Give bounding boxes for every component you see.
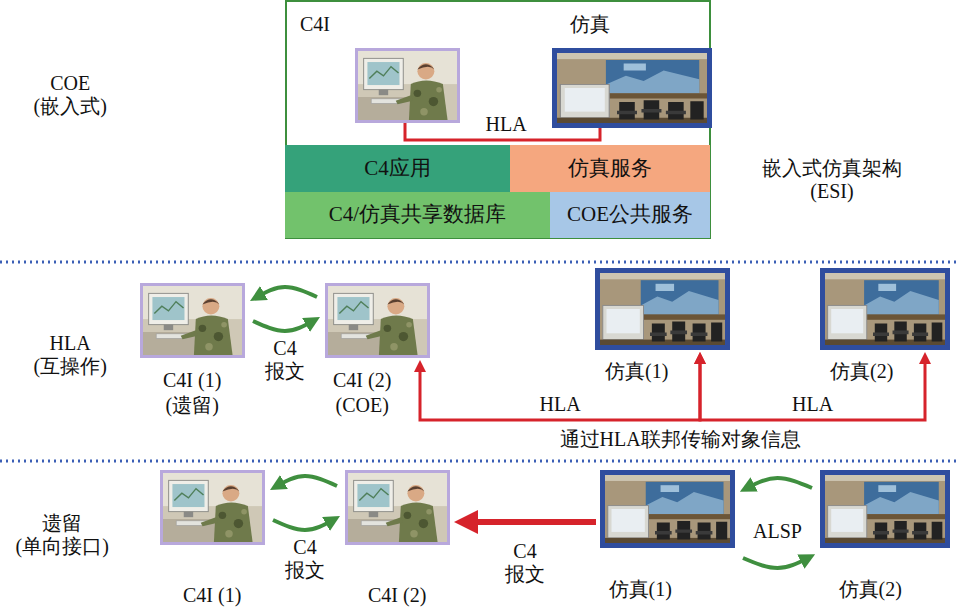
layer-name: COE公共服务	[567, 203, 693, 226]
hla-link	[700, 358, 925, 420]
c4i-photo-box: C4I (2)(COE)	[325, 283, 430, 358]
architecture-label: 嵌入式仿真架构 (ESI)	[762, 157, 902, 203]
layer-name: C4/仿真共享数据库	[329, 203, 506, 226]
photo-caption: (遗留)	[166, 394, 219, 416]
photo-caption: C4I (1)	[163, 369, 221, 391]
simulation-photo	[825, 273, 945, 345]
band-separator	[0, 261, 956, 264]
photo-image	[557, 53, 707, 123]
simulation-photo-box: 仿真(1)	[595, 268, 730, 350]
layer-bar: COE公共服务	[550, 192, 710, 238]
hla-link	[420, 358, 700, 420]
layer-name: 仿真服务	[568, 157, 652, 180]
c4i-photo-box: C4I (2)	[345, 470, 450, 545]
edge-label: ALSP	[751, 520, 804, 543]
simulation-photo	[605, 475, 730, 543]
esi-frame	[286, 1, 710, 238]
photo-image	[825, 273, 945, 345]
c4i-photo-box: C4I (1)	[160, 470, 265, 545]
simulation-photo	[600, 273, 725, 345]
edge-label: C4 报文	[503, 540, 547, 586]
photo-image	[328, 286, 427, 355]
alsp-arrow	[747, 478, 812, 488]
band-label: COE (嵌入式)	[34, 72, 107, 118]
c4i-photo	[348, 473, 447, 542]
photo-image	[358, 51, 457, 120]
edge-label: HLA	[790, 393, 835, 416]
c4i-photo	[163, 473, 262, 542]
layer-name: C4应用	[364, 157, 431, 180]
simulation-photo	[557, 53, 707, 123]
c4i-photo	[358, 51, 457, 120]
photo-image	[143, 286, 242, 355]
layer-bar: C4应用	[285, 145, 510, 192]
simulation-photo-box: 仿真(1)	[600, 470, 735, 548]
photo-image	[600, 273, 725, 345]
band-separator	[0, 460, 956, 463]
bus-note: 通过HLA联邦传输对象信息	[560, 428, 801, 451]
photo-image	[163, 473, 262, 542]
one-way-arrow	[466, 519, 596, 525]
simulation-photo-box: 仿真	[552, 48, 712, 128]
simulation-photo-box: 仿真(2)	[820, 268, 950, 350]
edge-label: HLA	[484, 113, 529, 136]
simulation-photo	[825, 475, 945, 543]
c4i-photo-box: C4I	[355, 48, 460, 123]
layer-bar: 仿真服务	[510, 145, 710, 192]
photo-caption: 仿真(1)	[605, 360, 668, 382]
photo-caption: (COE)	[336, 394, 389, 416]
photo-caption: 仿真(1)	[609, 578, 672, 600]
alsp-arrow	[743, 558, 808, 568]
layer-bar: C4/仿真共享数据库	[285, 192, 550, 238]
simulation-photo-box: 仿真(2)	[820, 470, 950, 548]
c4i-photo	[143, 286, 242, 355]
photo-caption: C4I (1)	[183, 584, 241, 606]
photo-caption: C4I (2)	[333, 369, 391, 391]
photo-caption: 仿真(2)	[839, 578, 902, 600]
edge-label: HLA	[538, 393, 583, 416]
c4i-photo	[328, 286, 427, 355]
photo-image	[605, 475, 730, 543]
band-label: HLA (互操作)	[34, 332, 107, 378]
edge-label: C4 报文	[263, 337, 307, 383]
photo-caption: C4I (2)	[368, 584, 426, 606]
edge-label: C4 报文	[283, 536, 327, 582]
photo-image	[825, 475, 945, 543]
photo-image	[348, 473, 447, 542]
message-arrow	[273, 520, 333, 530]
photo-caption: C4I	[300, 13, 330, 35]
message-arrow	[253, 321, 313, 331]
photo-caption: 仿真	[570, 13, 610, 35]
message-arrow	[257, 287, 317, 297]
c4i-photo-box: C4I (1)(遗留)	[140, 283, 245, 358]
photo-caption: 仿真(2)	[830, 360, 893, 382]
message-arrow	[277, 476, 337, 486]
band-label: 遗留 (单向接口)	[16, 512, 109, 558]
